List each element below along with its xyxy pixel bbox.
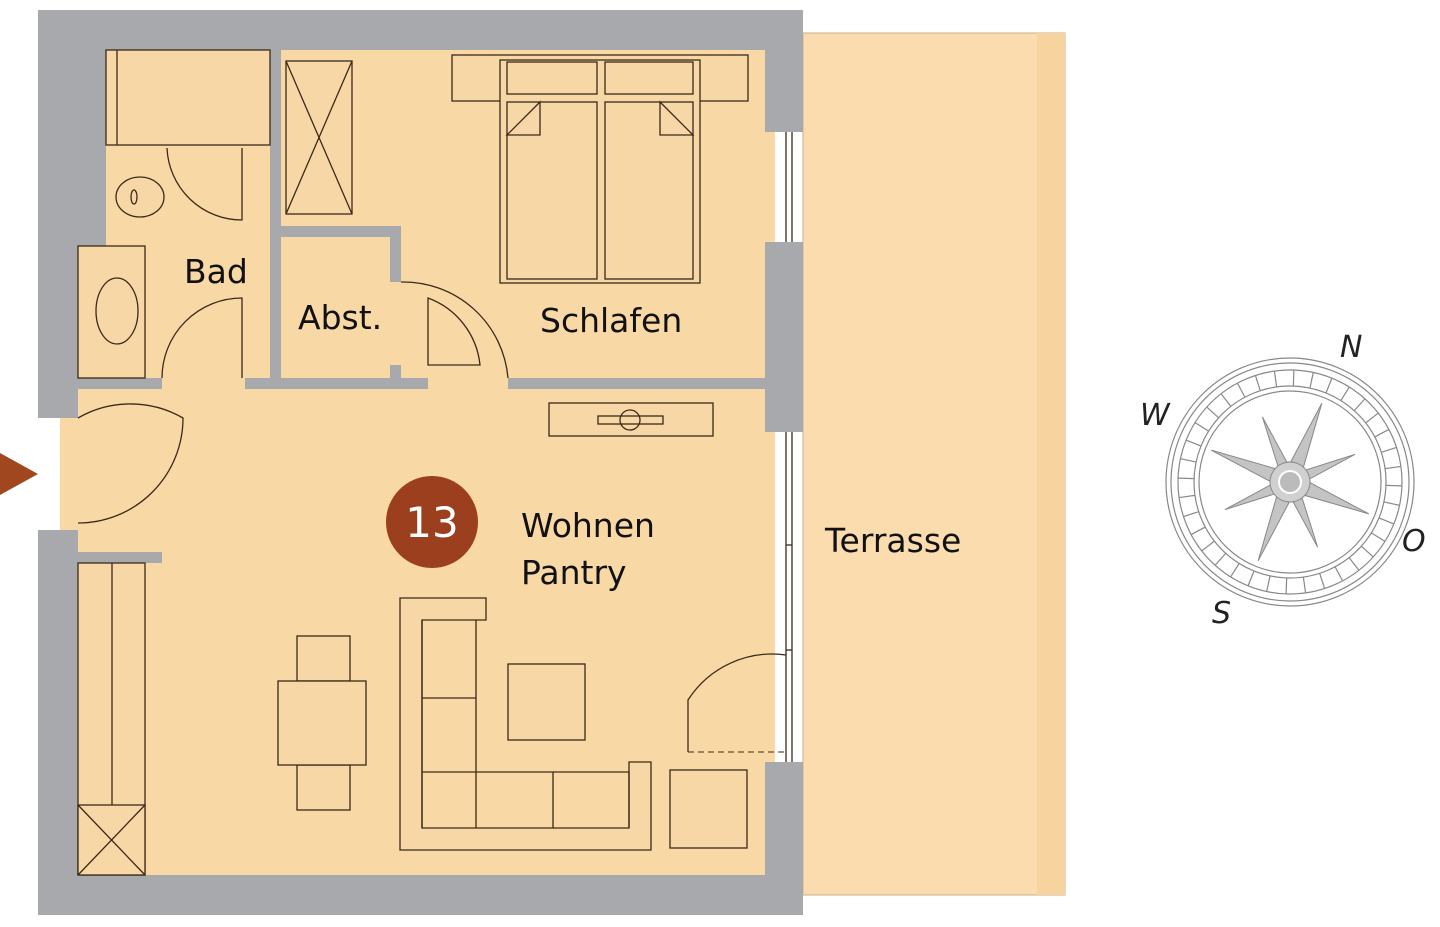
entry-arrow-icon: [0, 453, 38, 495]
corner-sofa: [399, 597, 748, 851]
toilet-icon: [115, 176, 165, 218]
compass-west: W: [1140, 398, 1170, 433]
walls: [38, 10, 803, 915]
coffee-table: [507, 663, 586, 741]
compass-south: S: [1212, 596, 1232, 631]
unit-number-badge: 13: [386, 476, 478, 568]
sink-icon: [95, 277, 139, 345]
armchair: [669, 769, 748, 849]
room-label-bedroom: Schlafen: [540, 301, 683, 340]
compass-north: N: [1340, 330, 1363, 365]
room-label-bath: Bad: [184, 252, 248, 291]
room-label-terrace: Terrasse: [825, 521, 962, 560]
dining-table: [277, 635, 367, 811]
room-label-storage: Abst.: [298, 298, 383, 337]
compass-east: O: [1402, 524, 1426, 559]
room-label-living: Wohnen: [521, 506, 655, 545]
terrace-area: [802, 32, 1066, 896]
compass-rose-icon: [1165, 357, 1415, 607]
double-bed: [451, 54, 749, 284]
room-label-pantry: Pantry: [521, 553, 627, 592]
